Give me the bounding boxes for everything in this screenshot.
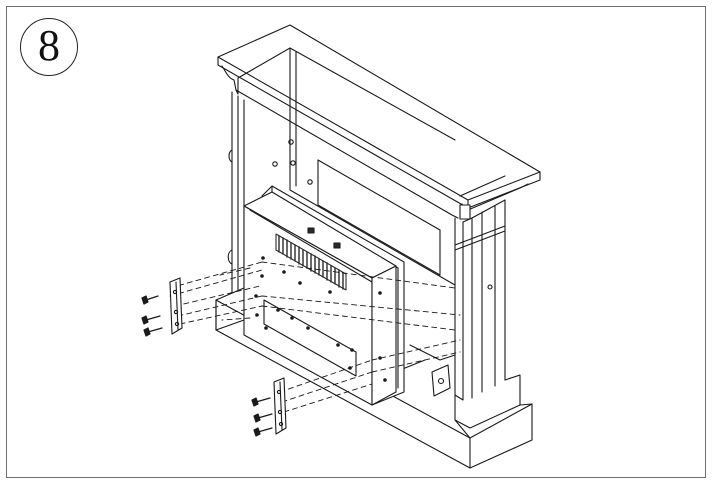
step-number: 8 — [38, 21, 60, 70]
screw-icon — [253, 413, 273, 423]
fireplace-insert — [243, 185, 405, 406]
upper-mounting-bracket — [169, 277, 183, 335]
firebox-back-wall — [289, 99, 456, 286]
upper-screws — [141, 295, 163, 337]
floor-mount-bracket — [394, 344, 456, 397]
assembly-guide-lines — [169, 261, 461, 413]
insert-lower-panel — [263, 299, 357, 377]
lower-mounting-bracket — [273, 377, 287, 435]
right-pilaster — [454, 175, 506, 401]
lower-screws — [251, 397, 273, 437]
insert-end-face — [371, 265, 397, 406]
illustration-frame — [6, 6, 706, 478]
screw-icon — [141, 315, 161, 325]
screw-icon — [141, 295, 159, 305]
firebox-side-wall — [317, 159, 441, 276]
mantel-crown-moulding — [221, 65, 239, 95]
mantel-top-shelf — [217, 24, 541, 201]
screw-icon — [251, 397, 271, 407]
step-badge: 8 — [20, 18, 78, 76]
screw-icon — [253, 427, 273, 437]
mantel-frieze — [237, 47, 456, 141]
screw-icon — [143, 327, 163, 337]
